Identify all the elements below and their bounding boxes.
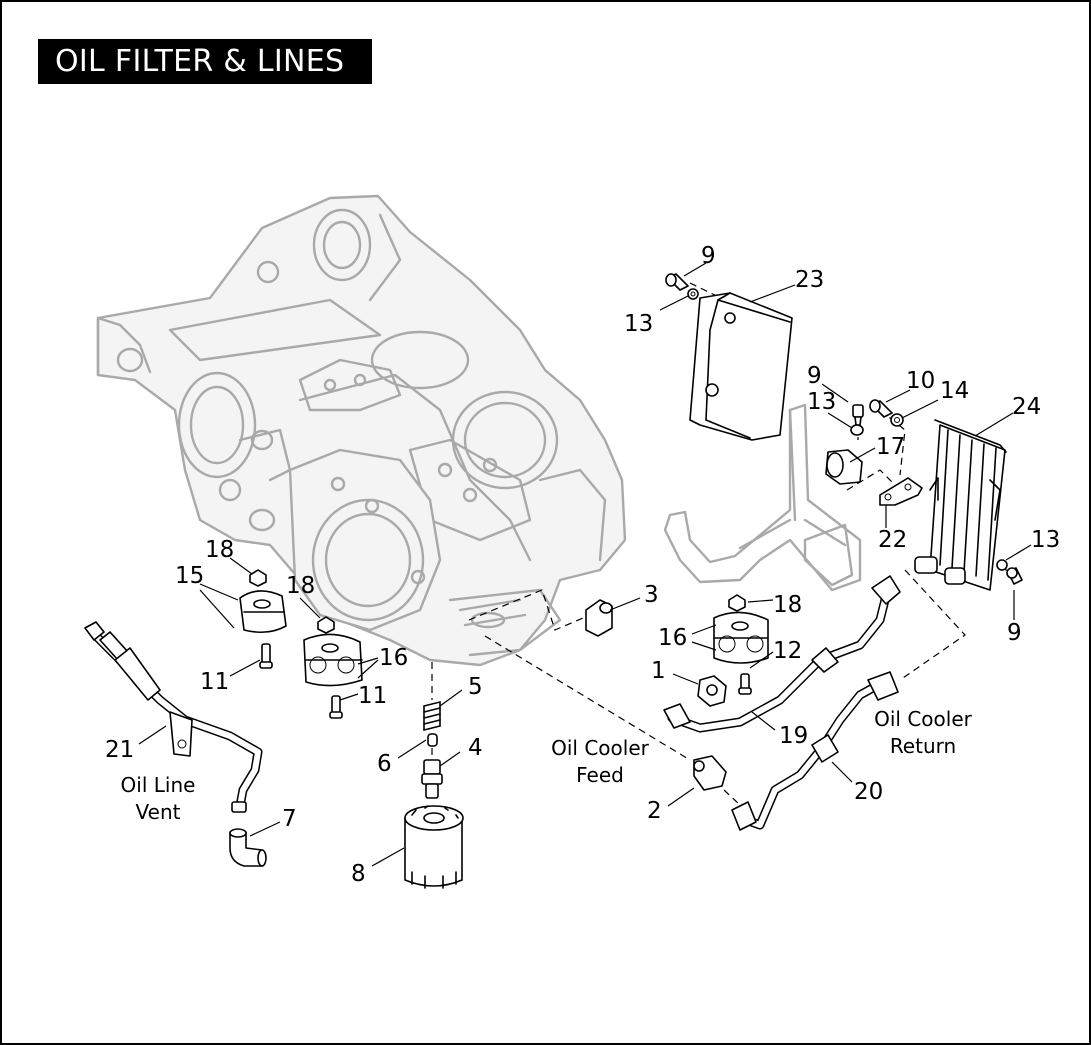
- part-9-screw-mid: [852, 404, 864, 426]
- cooler-mount-bracket-ghost: [663, 403, 862, 592]
- part-20-return-line: [731, 671, 899, 831]
- part-21-vent-line: [84, 621, 263, 813]
- caption-oil-cooler-feed-line2: Feed: [576, 763, 624, 787]
- part-13-washer-top: [687, 288, 699, 300]
- captions: Oil Cooler Feed Oil Cooler Return Oil Li…: [121, 707, 973, 824]
- callout-3: 3: [644, 582, 659, 608]
- caption-oil-cooler-return-line2: Return: [890, 734, 956, 758]
- part-16-clamp-left: [303, 633, 363, 687]
- callout-13-mid: 13: [807, 389, 836, 415]
- callout-5: 5: [468, 674, 483, 700]
- callout-11-left: 11: [200, 669, 229, 695]
- part-19-feed-line: [663, 575, 901, 733]
- callout-9-top: 9: [701, 243, 716, 269]
- part-7-elbow: [229, 828, 267, 867]
- callout-16-left: 16: [379, 645, 408, 671]
- callout-16-right: 16: [658, 625, 687, 651]
- callout-13-right: 13: [1031, 527, 1060, 553]
- part-10-bolt: [869, 399, 893, 418]
- callout-labels: 9 13 23 9 13 10 14 24 17 22 13 9 3 18 16…: [105, 243, 1060, 887]
- callout-10: 10: [906, 368, 935, 394]
- caption-oil-line-vent-line2: Vent: [136, 800, 181, 824]
- callout-18-left: 18: [205, 537, 234, 563]
- caption-oil-line-vent-line1: Oil Line: [121, 773, 196, 797]
- engine-crankcase-ghost: [96, 194, 627, 667]
- part-13-washer-right: [996, 559, 1008, 571]
- part-22-bracket: [879, 477, 923, 506]
- part-1-fitting: [697, 675, 727, 707]
- callout-23: 23: [795, 267, 824, 293]
- part-3-plug: [585, 599, 613, 637]
- part-9-screw-right: [1006, 567, 1023, 585]
- part-15-clamp: [239, 590, 287, 634]
- callout-19: 19: [779, 723, 808, 749]
- callout-18-mid: 18: [286, 573, 315, 599]
- callout-17: 17: [876, 434, 905, 460]
- caption-oil-cooler-feed-line1: Oil Cooler: [551, 736, 650, 760]
- callout-15: 15: [175, 563, 204, 589]
- part-11-screw-mid: [329, 695, 343, 719]
- part-24-oil-cooler: [914, 419, 1007, 591]
- part-16-clamp-right: [713, 611, 769, 664]
- caption-oil-cooler-return-line1: Oil Cooler: [874, 707, 973, 731]
- callout-9-right: 9: [1007, 620, 1022, 646]
- callout-11-mid: 11: [358, 683, 387, 709]
- part-17-grommet: [825, 449, 863, 485]
- callout-8: 8: [351, 861, 366, 887]
- callout-24: 24: [1012, 394, 1041, 420]
- callout-14: 14: [940, 378, 969, 404]
- part-18-nut-right: [728, 594, 746, 612]
- part-12-screw: [738, 673, 752, 695]
- part-5-spring: [423, 701, 441, 731]
- callout-7: 7: [282, 806, 297, 832]
- part-14-washer: [890, 413, 904, 427]
- callout-12: 12: [773, 638, 802, 664]
- part-9-screw-top: [665, 273, 689, 291]
- leader-lines: [138, 262, 1032, 867]
- callout-4: 4: [468, 735, 483, 761]
- part-11-screw-left: [259, 643, 273, 669]
- part-2-fitting: [693, 755, 727, 791]
- callout-1: 1: [651, 658, 666, 684]
- part-4-nipple: [421, 759, 443, 799]
- callout-20: 20: [854, 779, 883, 805]
- callout-9-mid: 9: [807, 363, 822, 389]
- diagram-title: OIL FILTER & LINES: [38, 39, 372, 84]
- part-18-nut-mid: [317, 616, 335, 634]
- callout-2: 2: [647, 798, 662, 824]
- callout-18-right: 18: [773, 592, 802, 618]
- callout-21: 21: [105, 737, 134, 763]
- callout-6: 6: [377, 751, 392, 777]
- part-8-oil-filter: [404, 805, 464, 889]
- part-18-nut-left: [249, 569, 267, 587]
- callout-22: 22: [878, 527, 907, 553]
- part-6-valve: [427, 733, 438, 747]
- part-23-cover: [689, 292, 793, 441]
- callout-13-top: 13: [624, 311, 653, 337]
- part-13-washer-mid: [850, 424, 864, 436]
